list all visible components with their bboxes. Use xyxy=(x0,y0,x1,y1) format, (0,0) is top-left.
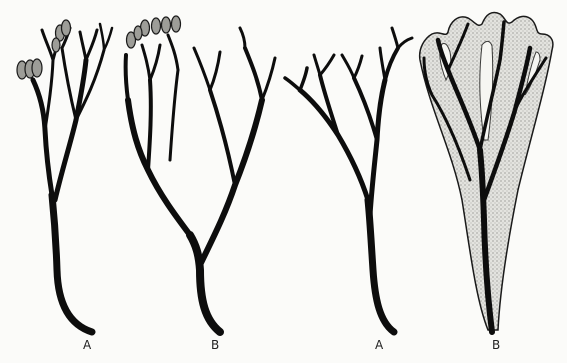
plant-b-left xyxy=(126,16,275,332)
figure-label-a-2: A xyxy=(375,338,383,352)
plant-a-left xyxy=(17,20,112,332)
plant-b-right xyxy=(420,12,553,332)
plant-a-right xyxy=(285,28,412,332)
figure-label-b-2: B xyxy=(492,338,500,352)
figure-label-b-1: B xyxy=(211,338,219,352)
figure-label-a-1: A xyxy=(83,338,91,352)
